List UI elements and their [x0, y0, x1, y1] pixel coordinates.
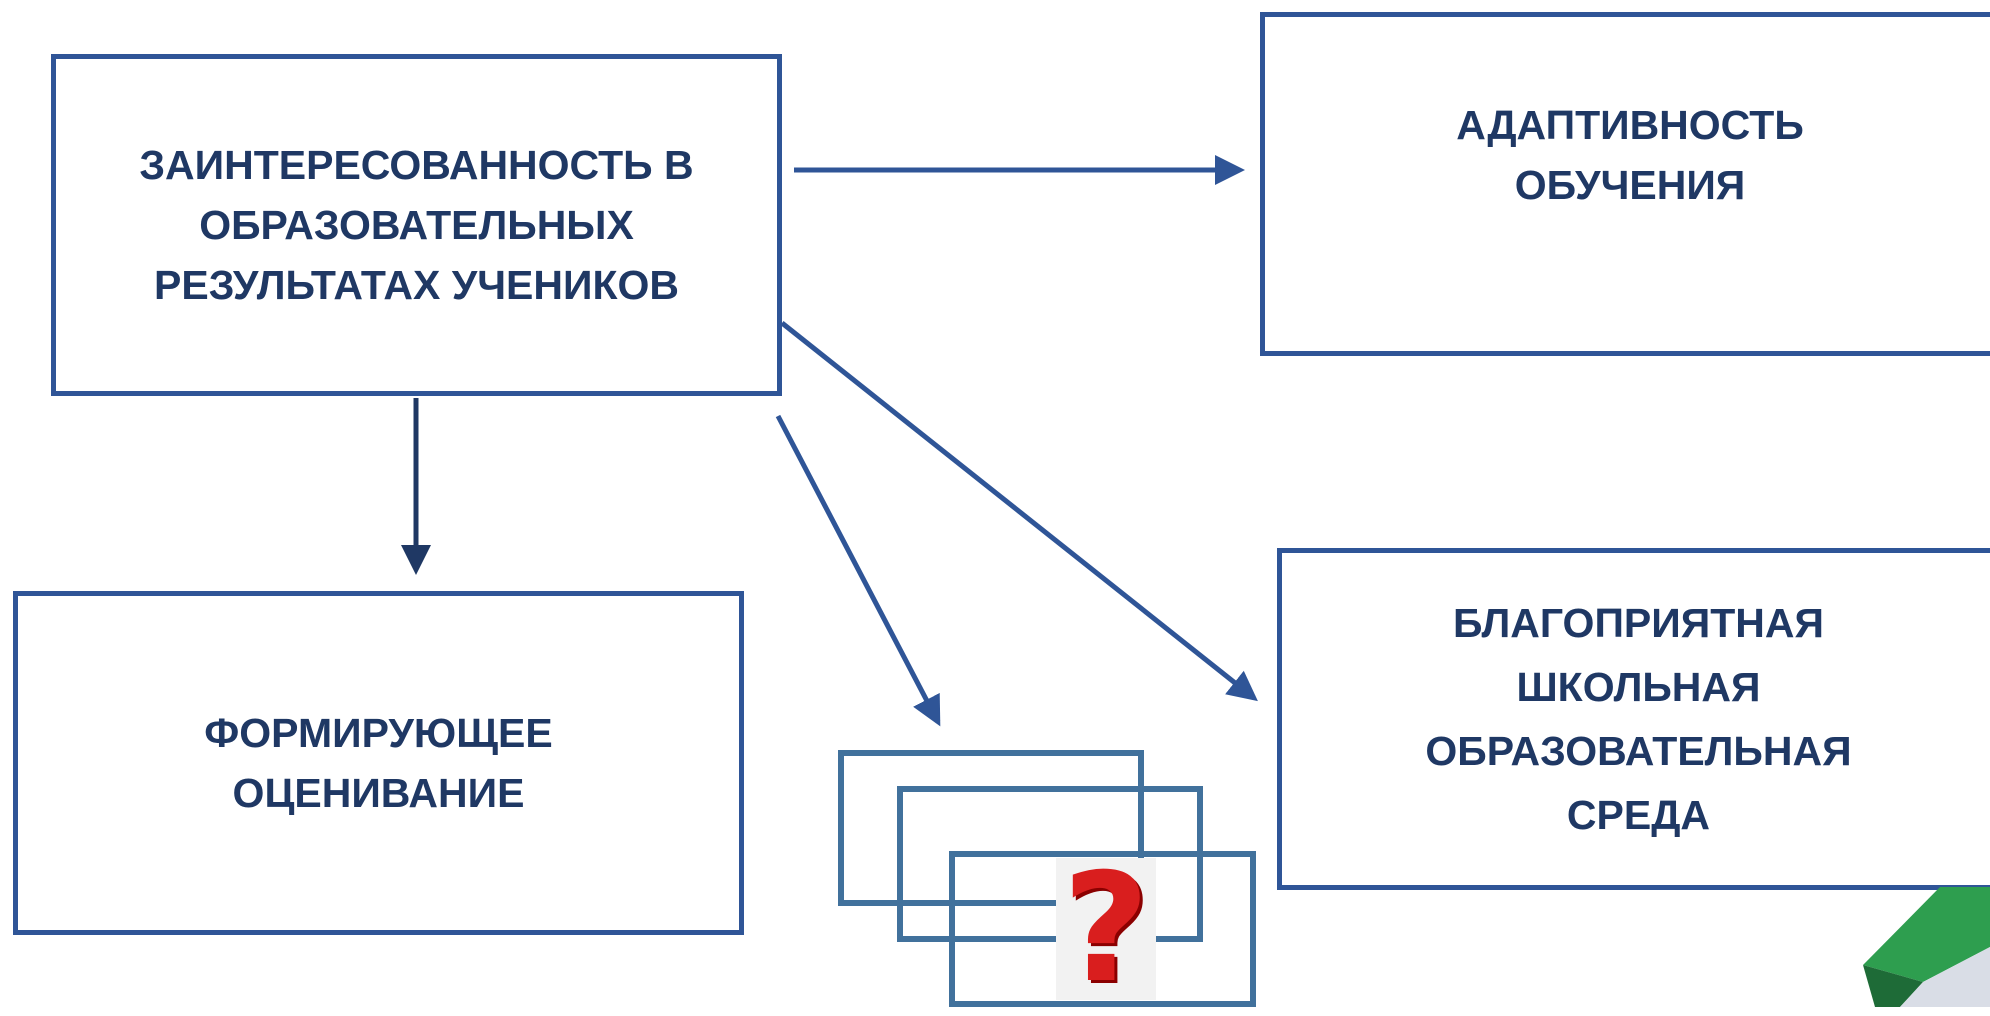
adaptive-learning-node: Адаптивность обучения	[1260, 12, 1990, 356]
adaptive-learning-line-1: Адаптивность	[1456, 102, 1804, 148]
central-node-line-3: результатах учеников	[154, 262, 679, 308]
corner-logo-icon	[1863, 887, 1990, 1007]
formative-assessment-line-1: Формирующее	[204, 710, 553, 756]
formative-assessment-node: Формирующее оценивание	[13, 591, 744, 935]
arrow-to-unknown	[775, 414, 941, 727]
central-node: Заинтересованность в образовательных рез…	[51, 54, 782, 396]
central-node-line-2: образовательных	[199, 202, 634, 248]
central-node-line-1: Заинтересованность в	[139, 142, 694, 188]
school-environment-line-1: Благоприятная	[1453, 600, 1824, 646]
school-environment-label: Благоприятная школьная образовательная с…	[1425, 591, 1851, 847]
question-mark-icon: ?	[1056, 854, 1156, 1004]
school-environment-line-4: среда	[1566, 792, 1711, 838]
formative-assessment-line-2: оценивание	[232, 770, 525, 816]
school-environment-line-3: образовательная	[1425, 728, 1852, 774]
school-environment-line-2: школьная	[1516, 664, 1761, 710]
adaptive-learning-line-2: обучения	[1514, 162, 1746, 208]
unknown-frame-middle	[897, 786, 1203, 942]
unknown-frame-front	[949, 851, 1256, 1007]
central-node-label: Заинтересованность в образовательных рез…	[139, 135, 693, 315]
unknown-frame-back	[838, 750, 1144, 906]
school-environment-node: Благоприятная школьная образовательная с…	[1277, 548, 1990, 890]
formative-assessment-label: Формирующее оценивание	[204, 703, 552, 823]
adaptive-learning-label: Адаптивность обучения	[1456, 95, 1804, 215]
arrow-to-environment	[780, 321, 1258, 702]
